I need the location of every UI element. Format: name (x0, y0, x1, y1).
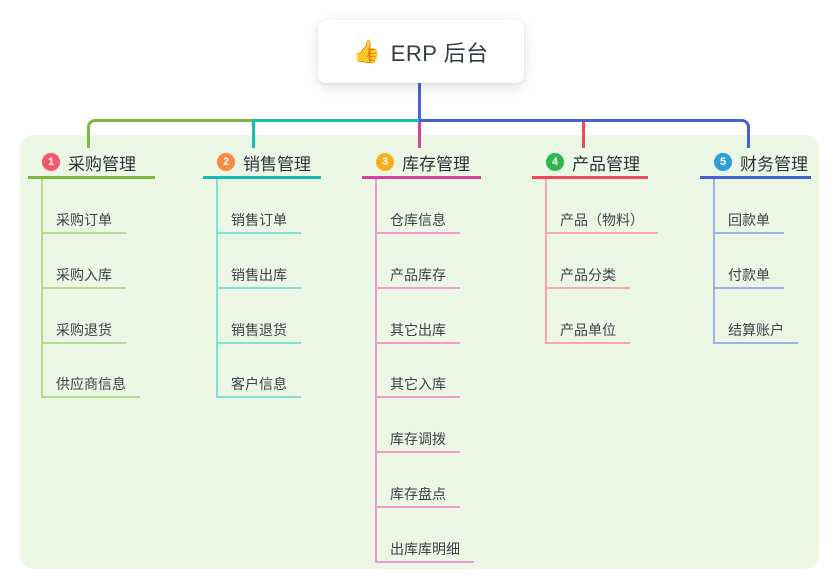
leaf-node[interactable]: 产品库存 (375, 263, 460, 289)
branch-4-child-connector (545, 179, 547, 342)
branch-node-3[interactable]: 3 库存管理 (362, 148, 481, 179)
leaf-node[interactable]: 其它出库 (375, 318, 460, 344)
leaf-node[interactable]: 产品单位 (545, 318, 630, 344)
leaf-node[interactable]: 结算账户 (713, 318, 798, 344)
connector-branch-4 (582, 122, 585, 148)
connector-branch-1 (87, 119, 253, 148)
branch-badge-5: 5 (714, 153, 732, 171)
leaf-node[interactable]: 其它入库 (375, 372, 460, 398)
leaf-node[interactable]: 采购退货 (41, 318, 126, 344)
branch-node-1[interactable]: 1 采购管理 (28, 148, 155, 179)
branch-badge-1: 1 (42, 153, 60, 171)
connector-root-stem (418, 83, 421, 122)
leaf-node[interactable]: 客户信息 (216, 372, 301, 398)
leaf-node[interactable]: 出库库明细 (375, 537, 474, 563)
leaf-node[interactable]: 采购入库 (41, 263, 126, 289)
branch-badge-number: 4 (551, 155, 559, 168)
leaf-node[interactable]: 产品（物料） (545, 208, 658, 234)
leaf-node[interactable]: 供应商信息 (41, 372, 140, 398)
connector-branch-2 (252, 119, 420, 148)
branch-title-3: 库存管理 (402, 154, 470, 174)
leaf-node[interactable]: 销售订单 (216, 208, 301, 234)
branch-node-2[interactable]: 2 销售管理 (203, 148, 321, 179)
leaf-node[interactable]: 销售退货 (216, 318, 301, 344)
leaf-node[interactable]: 产品分类 (545, 263, 630, 289)
branch-5-child-connector (713, 179, 715, 342)
thumbs-up-icon: 👍 (353, 38, 381, 64)
connector-branch-5 (419, 119, 750, 148)
leaf-node[interactable]: 仓库信息 (375, 208, 460, 234)
leaf-node[interactable]: 库存调拨 (375, 427, 460, 453)
branch-title-1: 采购管理 (68, 154, 136, 174)
branch-node-5[interactable]: 5 财务管理 (700, 148, 811, 179)
root-node[interactable]: 👍 ERP 后台 (318, 20, 524, 83)
branch-badge-2: 2 (217, 153, 235, 171)
leaf-node[interactable]: 付款单 (713, 263, 784, 289)
leaf-node[interactable]: 回款单 (713, 208, 784, 234)
branch-title-5: 财务管理 (740, 154, 808, 174)
branch-badge-number: 2 (222, 155, 230, 168)
branch-3-child-connector (375, 179, 377, 561)
branch-title-2: 销售管理 (243, 154, 311, 174)
branch-badge-number: 5 (719, 155, 727, 168)
branch-title-4: 产品管理 (572, 154, 640, 174)
leaf-node[interactable]: 采购订单 (41, 208, 126, 234)
branch-badge-number: 3 (381, 155, 389, 168)
branch-node-4[interactable]: 4 产品管理 (532, 148, 648, 179)
connector-branch-3 (418, 122, 421, 148)
leaf-node[interactable]: 库存盘点 (375, 482, 460, 508)
branch-badge-3: 3 (376, 153, 394, 171)
root-node-label: ERP 后台 (390, 40, 489, 66)
branch-badge-number: 1 (47, 155, 55, 168)
leaf-node[interactable]: 销售出库 (216, 263, 301, 289)
branch-badge-4: 4 (546, 153, 564, 171)
mindmap-panel (20, 135, 819, 569)
